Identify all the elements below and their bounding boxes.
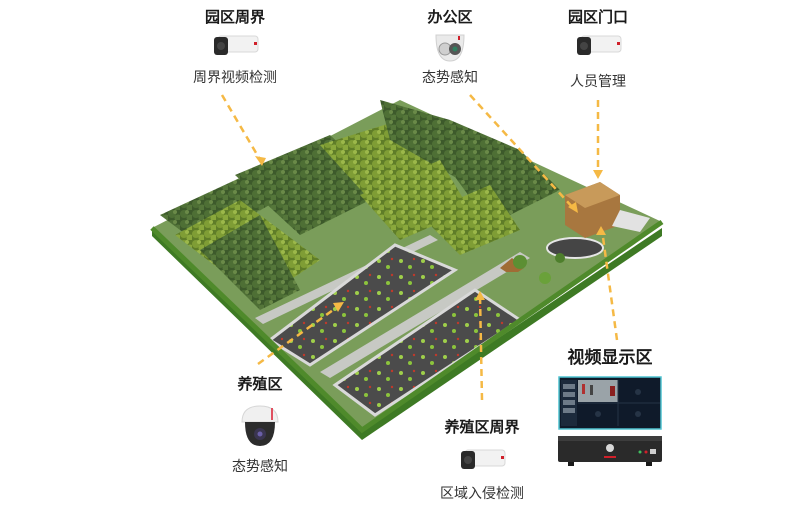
arrow-video-display: [600, 229, 619, 341]
road-2: [320, 252, 530, 378]
caption-park-perimeter: 周界视频检测: [193, 70, 277, 86]
label-farming-area: 养殖区 态势感知: [220, 373, 300, 476]
arrow-farming-perimeter: [478, 294, 484, 401]
park-base-side: [152, 228, 662, 440]
monitor-icon: [558, 376, 662, 472]
title-farming-perimeter: 养殖区周界: [444, 418, 520, 436]
caption-farming-perimeter: 区域入侵检测: [440, 486, 524, 502]
title-video-display: 视频显示区: [567, 348, 653, 368]
callout-arrows: [220, 94, 619, 401]
forest-light-4: [420, 185, 520, 255]
dome-camera-icon: [237, 404, 283, 448]
caption-office: 态势感知: [422, 70, 478, 86]
parking-area: [612, 210, 650, 232]
label-park-gate: 园区门口 人员管理: [556, 6, 640, 91]
label-video-display: 视频显示区: [550, 343, 670, 472]
bullet-camera-icon: [457, 447, 507, 473]
bullet-camera-icon: [573, 33, 623, 59]
title-park-perimeter: 园区周界: [204, 8, 265, 26]
label-farming-perimeter: 养殖区周界 区域入侵检测: [422, 416, 542, 503]
arrow-park-perimeter: [220, 94, 264, 164]
hedge-border: [150, 219, 664, 434]
forest-dark-5: [200, 215, 300, 310]
caption-park-gate: 人员管理: [570, 74, 626, 90]
fish-pond-1: [267, 243, 459, 367]
title-office: 办公区: [427, 8, 473, 26]
label-office: 办公区 态势感知: [410, 6, 490, 87]
bullet-camera-icon: [210, 33, 260, 59]
title-park-gate: 园区门口: [567, 8, 628, 26]
caption-farming-area: 态势感知: [232, 459, 288, 475]
garden-pond: [546, 237, 604, 259]
arrow-farming-area: [257, 303, 341, 366]
label-park-perimeter: 园区周界 周界视频检测: [180, 6, 290, 87]
thermal-dome-camera-icon: [432, 31, 468, 63]
title-farming-area: 养殖区: [237, 375, 283, 393]
arrow-office: [469, 94, 576, 211]
